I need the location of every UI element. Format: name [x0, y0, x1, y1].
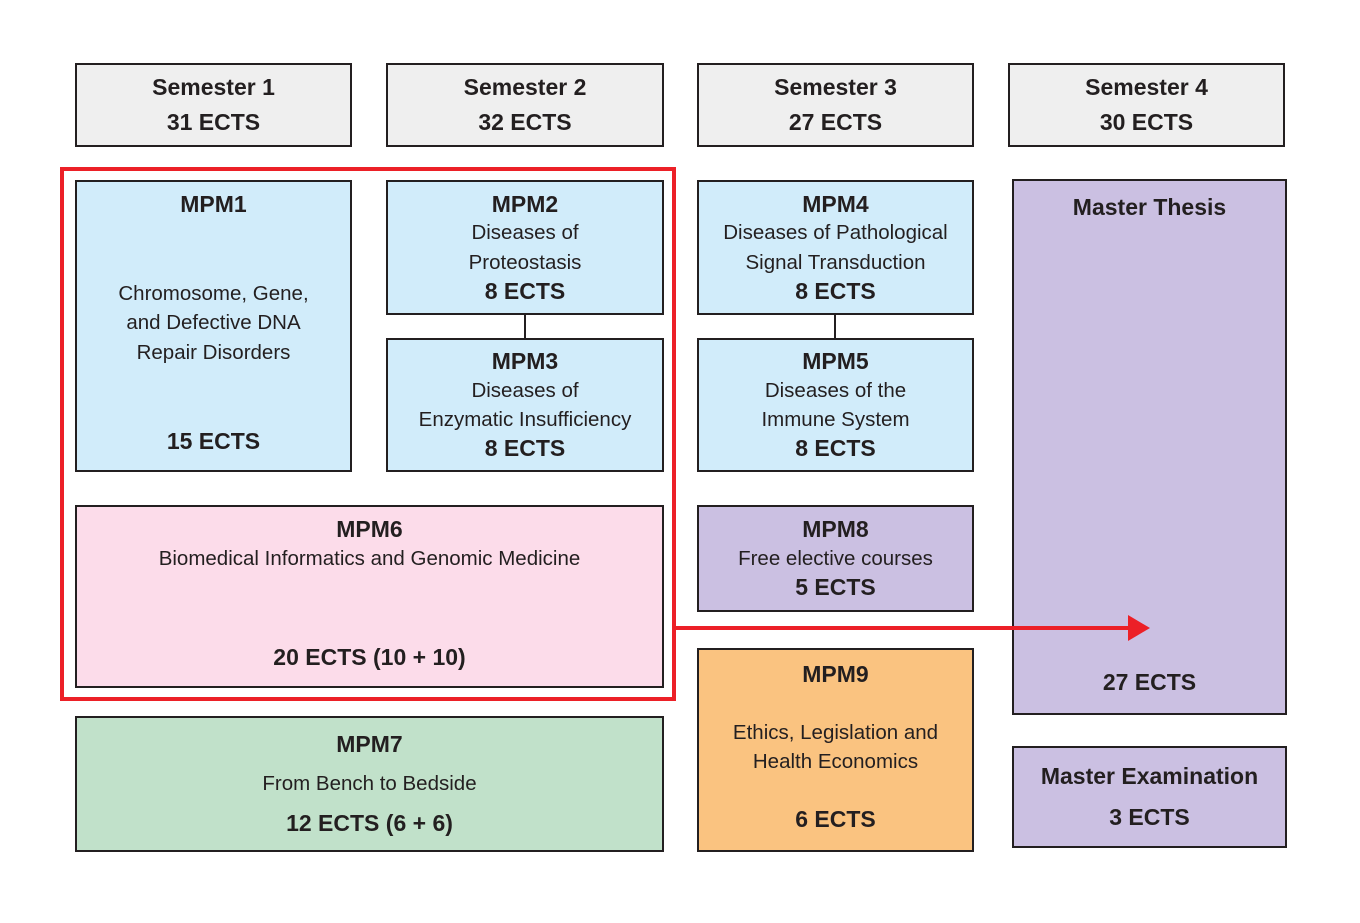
- module-mpm2-ects: 8 ECTS: [484, 277, 566, 304]
- module-mpm4: MPM4 Diseases of Pathological Signal Tra…: [697, 180, 974, 315]
- module-mpm8-title: MPM8: [802, 516, 869, 543]
- module-mpm9-title: MPM9: [802, 661, 869, 687]
- master-thesis-title: Master Thesis: [1072, 194, 1227, 220]
- semester-2-ects: 32 ECTS: [478, 109, 572, 136]
- module-mpm2-title: MPM2: [491, 190, 559, 217]
- master-examination-ects: 3 ECTS: [1109, 804, 1190, 831]
- module-mpm7-ects: 12 ECTS (6 + 6): [286, 809, 453, 836]
- semester-4-ects: 30 ECTS: [1099, 109, 1194, 136]
- module-mpm5-ects: 8 ECTS: [795, 435, 876, 462]
- semester-1-label: Semester 1: [152, 73, 275, 100]
- module-mpm3-ects: 8 ECTS: [484, 435, 566, 462]
- semester-1-header: Semester 1 31 ECTS: [75, 63, 352, 147]
- module-mpm3: MPM3 Diseases of Enzymatic Insufficiency…: [386, 338, 664, 472]
- module-mpm1: MPM1 Chromosome, Gene, and Defective DNA…: [75, 180, 352, 472]
- module-mpm2: MPM2 Diseases of Proteostasis 8 ECTS: [386, 180, 664, 315]
- module-mpm7: MPM7 From Bench to Bedside 12 ECTS (6 + …: [75, 716, 664, 852]
- semester-4-header: Semester 4 30 ECTS: [1008, 63, 1285, 147]
- module-mpm3-title: MPM3: [491, 348, 559, 375]
- module-mpm7-description: From Bench to Bedside: [262, 772, 477, 796]
- module-mpm8-ects: 5 ECTS: [795, 574, 876, 601]
- semester-2-label: Semester 2: [463, 73, 587, 100]
- module-mpm1-title: MPM1: [180, 191, 247, 217]
- module-mpm5-description: Diseases of the Immune System: [761, 378, 910, 431]
- module-mpm4-description: Diseases of Pathological Signal Transduc…: [723, 221, 948, 274]
- semester-3-header: Semester 3 27 ECTS: [697, 63, 974, 147]
- master-thesis-ects: 27 ECTS: [1102, 669, 1197, 696]
- module-mpm3-description: Diseases of Enzymatic Insufficiency: [418, 378, 632, 431]
- module-mpm1-ects: 15 ECTS: [166, 428, 261, 455]
- module-mpm4-ects: 8 ECTS: [795, 277, 876, 304]
- module-mpm6-ects: 20 ECTS (10 + 10): [273, 644, 466, 671]
- semester-3-ects: 27 ECTS: [788, 109, 883, 136]
- semester-4-label: Semester 4: [1085, 73, 1208, 100]
- semester-2-header: Semester 2 32 ECTS: [386, 63, 664, 147]
- connector-mpm4-mpm5: [834, 315, 836, 338]
- module-mpm9-ects: 6 ECTS: [795, 806, 876, 833]
- module-mpm6-title: MPM6: [336, 516, 403, 542]
- module-mpm1-description: Chromosome, Gene, and Defective DNA Repa…: [118, 282, 309, 364]
- semester-1-ects: 31 ECTS: [166, 109, 261, 136]
- module-mpm9: MPM9 Ethics, Legislation and Health Econ…: [697, 648, 974, 852]
- module-mpm6: MPM6 Biomedical Informatics and Genomic …: [75, 505, 664, 688]
- module-mpm5-title: MPM5: [802, 348, 869, 375]
- module-mpm2-description: Diseases of Proteostasis: [468, 221, 582, 274]
- module-mpm9-description: Ethics, Legislation and Health Economics: [732, 720, 939, 773]
- module-mpm5: MPM5 Diseases of the Immune System 8 ECT…: [697, 338, 974, 472]
- semester-3-label: Semester 3: [774, 73, 897, 100]
- connector-mpm2-mpm3: [524, 315, 526, 338]
- module-mpm8: MPM8 Free elective courses 5 ECTS: [697, 505, 974, 612]
- master-examination-box: Master Examination 3 ECTS: [1012, 746, 1287, 848]
- master-examination-title: Master Examination: [1040, 763, 1259, 790]
- module-mpm7-title: MPM7: [336, 731, 403, 758]
- red-arrow-line: [676, 626, 1128, 630]
- module-mpm6-top: MPM6 Biomedical Informatics and Genomic …: [159, 515, 581, 573]
- module-mpm6-description: Biomedical Informatics and Genomic Medic…: [158, 546, 581, 570]
- red-arrow-head-icon: [1128, 615, 1150, 641]
- module-mpm4-title: MPM4: [802, 190, 869, 217]
- module-mpm8-description: Free elective courses: [738, 546, 933, 570]
